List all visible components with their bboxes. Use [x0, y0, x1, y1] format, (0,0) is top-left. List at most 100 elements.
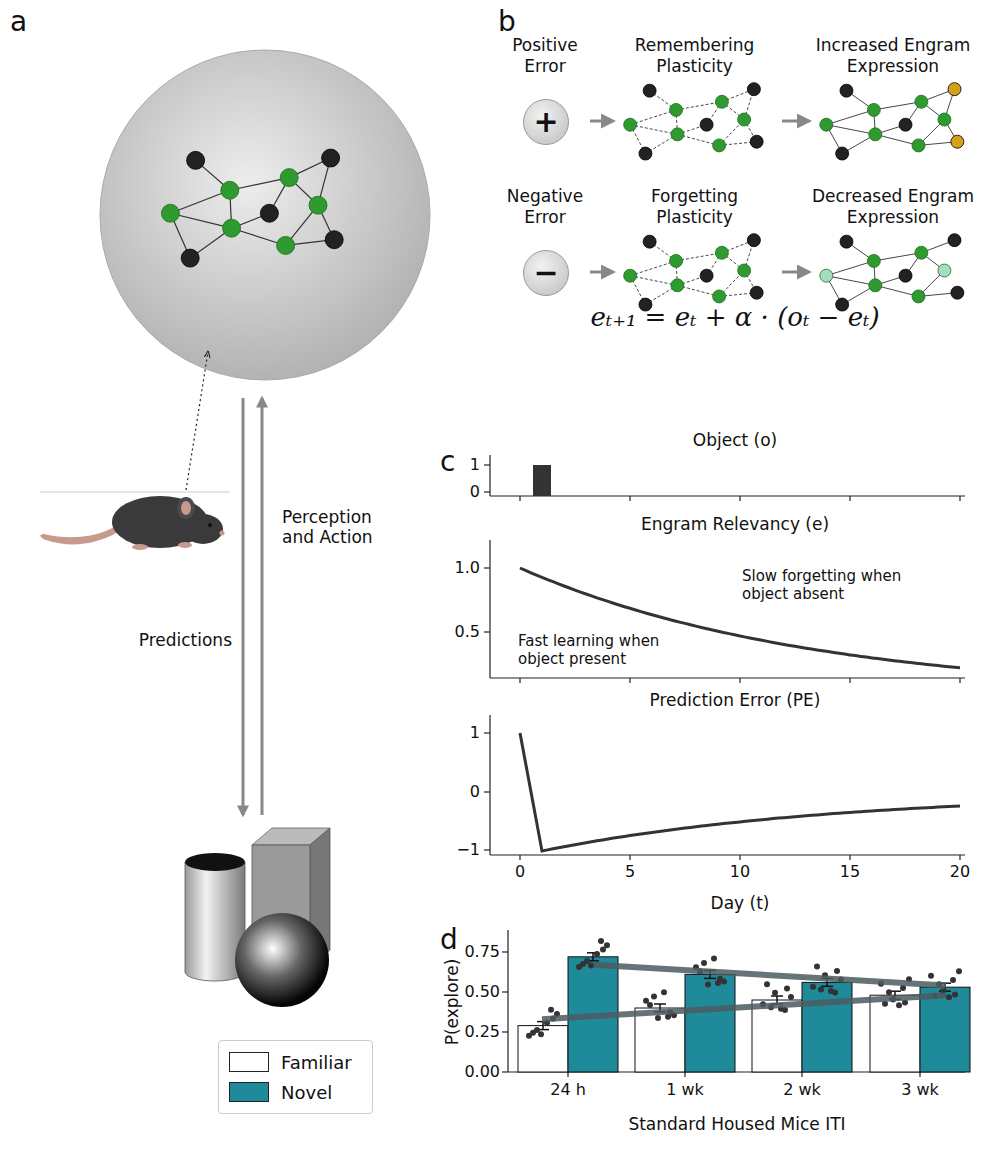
- flow-arrow: [590, 271, 613, 274]
- axis-label: Fast learning when object present: [518, 632, 690, 668]
- axis-label: 0.5: [455, 622, 480, 641]
- axis-label: 3 wk: [901, 1080, 939, 1099]
- axis-line: [849, 678, 850, 683]
- engram-network: [161, 149, 343, 267]
- bar: [752, 1000, 802, 1072]
- axis-line: [684, 1072, 685, 1077]
- network-link: [676, 253, 722, 261]
- legend-row: Familiar: [229, 1047, 362, 1077]
- neuron: [750, 135, 763, 148]
- data-point: [818, 987, 824, 993]
- axis-line: [629, 496, 630, 501]
- legend-text: Familiar: [281, 1052, 352, 1073]
- axis-label: 1: [470, 455, 480, 474]
- axis-label: −1: [456, 840, 480, 859]
- trend-line: [542, 995, 946, 1019]
- flow-arrow: [782, 271, 809, 274]
- axis-label: 0.25: [464, 1022, 500, 1041]
- panel-letter: d: [440, 923, 458, 956]
- node-heading: Increased Engram Expression: [808, 32, 978, 76]
- neuron: [869, 128, 882, 141]
- bar: [870, 995, 920, 1072]
- panel-letter: c: [440, 445, 455, 479]
- axis-label: Slow forgetting when object absent: [742, 567, 901, 603]
- neuron: [912, 139, 925, 152]
- node-heading: Forgetting Plasticity: [612, 183, 777, 227]
- bar: [802, 982, 852, 1072]
- axis-line: [489, 715, 490, 855]
- axis-label: 0.25: [464, 1022, 500, 1041]
- neuron: [670, 254, 683, 267]
- neuron: [840, 235, 853, 248]
- node-body: −: [505, 227, 585, 317]
- axis-label: P(explore): [442, 959, 462, 1046]
- data-point: [538, 1031, 544, 1037]
- bar: [920, 987, 970, 1072]
- axis-line: [519, 855, 520, 860]
- object-bar: [533, 465, 551, 496]
- data-point: [647, 1002, 653, 1008]
- axis-label: Object (o): [693, 430, 777, 450]
- node-heading: Negative Error: [505, 186, 585, 227]
- axis-line: [959, 496, 960, 501]
- data-point: [548, 1007, 554, 1013]
- neuron: [738, 264, 751, 277]
- axis-line: [490, 677, 965, 678]
- node-heading: Decreased Engram Expression: [808, 186, 978, 227]
- neuron: [951, 286, 964, 299]
- neuron: [325, 231, 343, 249]
- axis-label: 5: [625, 862, 635, 881]
- axis-label: Standard Housed Mice ITI: [628, 1114, 845, 1134]
- node-heading: Negative Error: [505, 183, 585, 227]
- axis-label: 10: [730, 862, 750, 881]
- axis-line: [484, 567, 490, 568]
- ground-line: [40, 492, 230, 493]
- axis-line: [519, 678, 520, 683]
- network-graphic: [612, 76, 777, 166]
- data-point: [956, 968, 962, 974]
- data-point: [952, 991, 958, 997]
- network-link: [826, 261, 874, 276]
- network-node: Decreased Engram Expression: [808, 183, 978, 317]
- axis-line: [629, 855, 630, 860]
- error-sign: +: [533, 107, 558, 137]
- network-link: [170, 190, 229, 213]
- neuron: [840, 84, 853, 97]
- axis-label: 10: [730, 862, 750, 881]
- axis-label: Standard Housed Mice ITI: [628, 1114, 845, 1134]
- neuron: [277, 236, 295, 254]
- bar: [518, 1026, 568, 1072]
- network-link: [630, 110, 676, 125]
- error-curve: [520, 733, 960, 851]
- axis-line: [801, 1072, 802, 1077]
- node-heading: Positive Error: [505, 32, 585, 76]
- plot-area: [484, 455, 970, 1077]
- axis-label: 15: [840, 862, 860, 881]
- axis-line: [507, 930, 508, 1072]
- network-node: Increased Engram Expression: [808, 32, 978, 166]
- axis-line: [739, 496, 740, 501]
- neuron: [836, 147, 849, 160]
- perception-arrow: [261, 398, 264, 815]
- axis-label: 15: [840, 862, 860, 881]
- neuron: [713, 139, 726, 152]
- network-graphic: [808, 227, 978, 317]
- axis-label: 0.50: [464, 982, 500, 1001]
- data-point: [651, 993, 657, 999]
- axis-label: Prediction Error (PE): [650, 690, 821, 710]
- axis-line: [959, 855, 960, 860]
- axis-label: 0.00: [464, 1062, 500, 1081]
- node-heading: Remembering Plasticity: [612, 32, 777, 76]
- data-point: [886, 989, 892, 995]
- flow-arrow: [782, 120, 809, 123]
- axis-line: [484, 849, 490, 850]
- flow-arrow: [590, 120, 613, 123]
- arrow-label: Perception and Action: [282, 507, 402, 548]
- error-circle: −: [523, 250, 569, 296]
- node-body: [612, 227, 777, 317]
- axis-line: [629, 678, 630, 683]
- axis-line: [542, 1022, 544, 1030]
- axis-label: 0.50: [464, 982, 500, 1001]
- axis-label: 0: [515, 862, 525, 881]
- axis-line: [821, 986, 833, 988]
